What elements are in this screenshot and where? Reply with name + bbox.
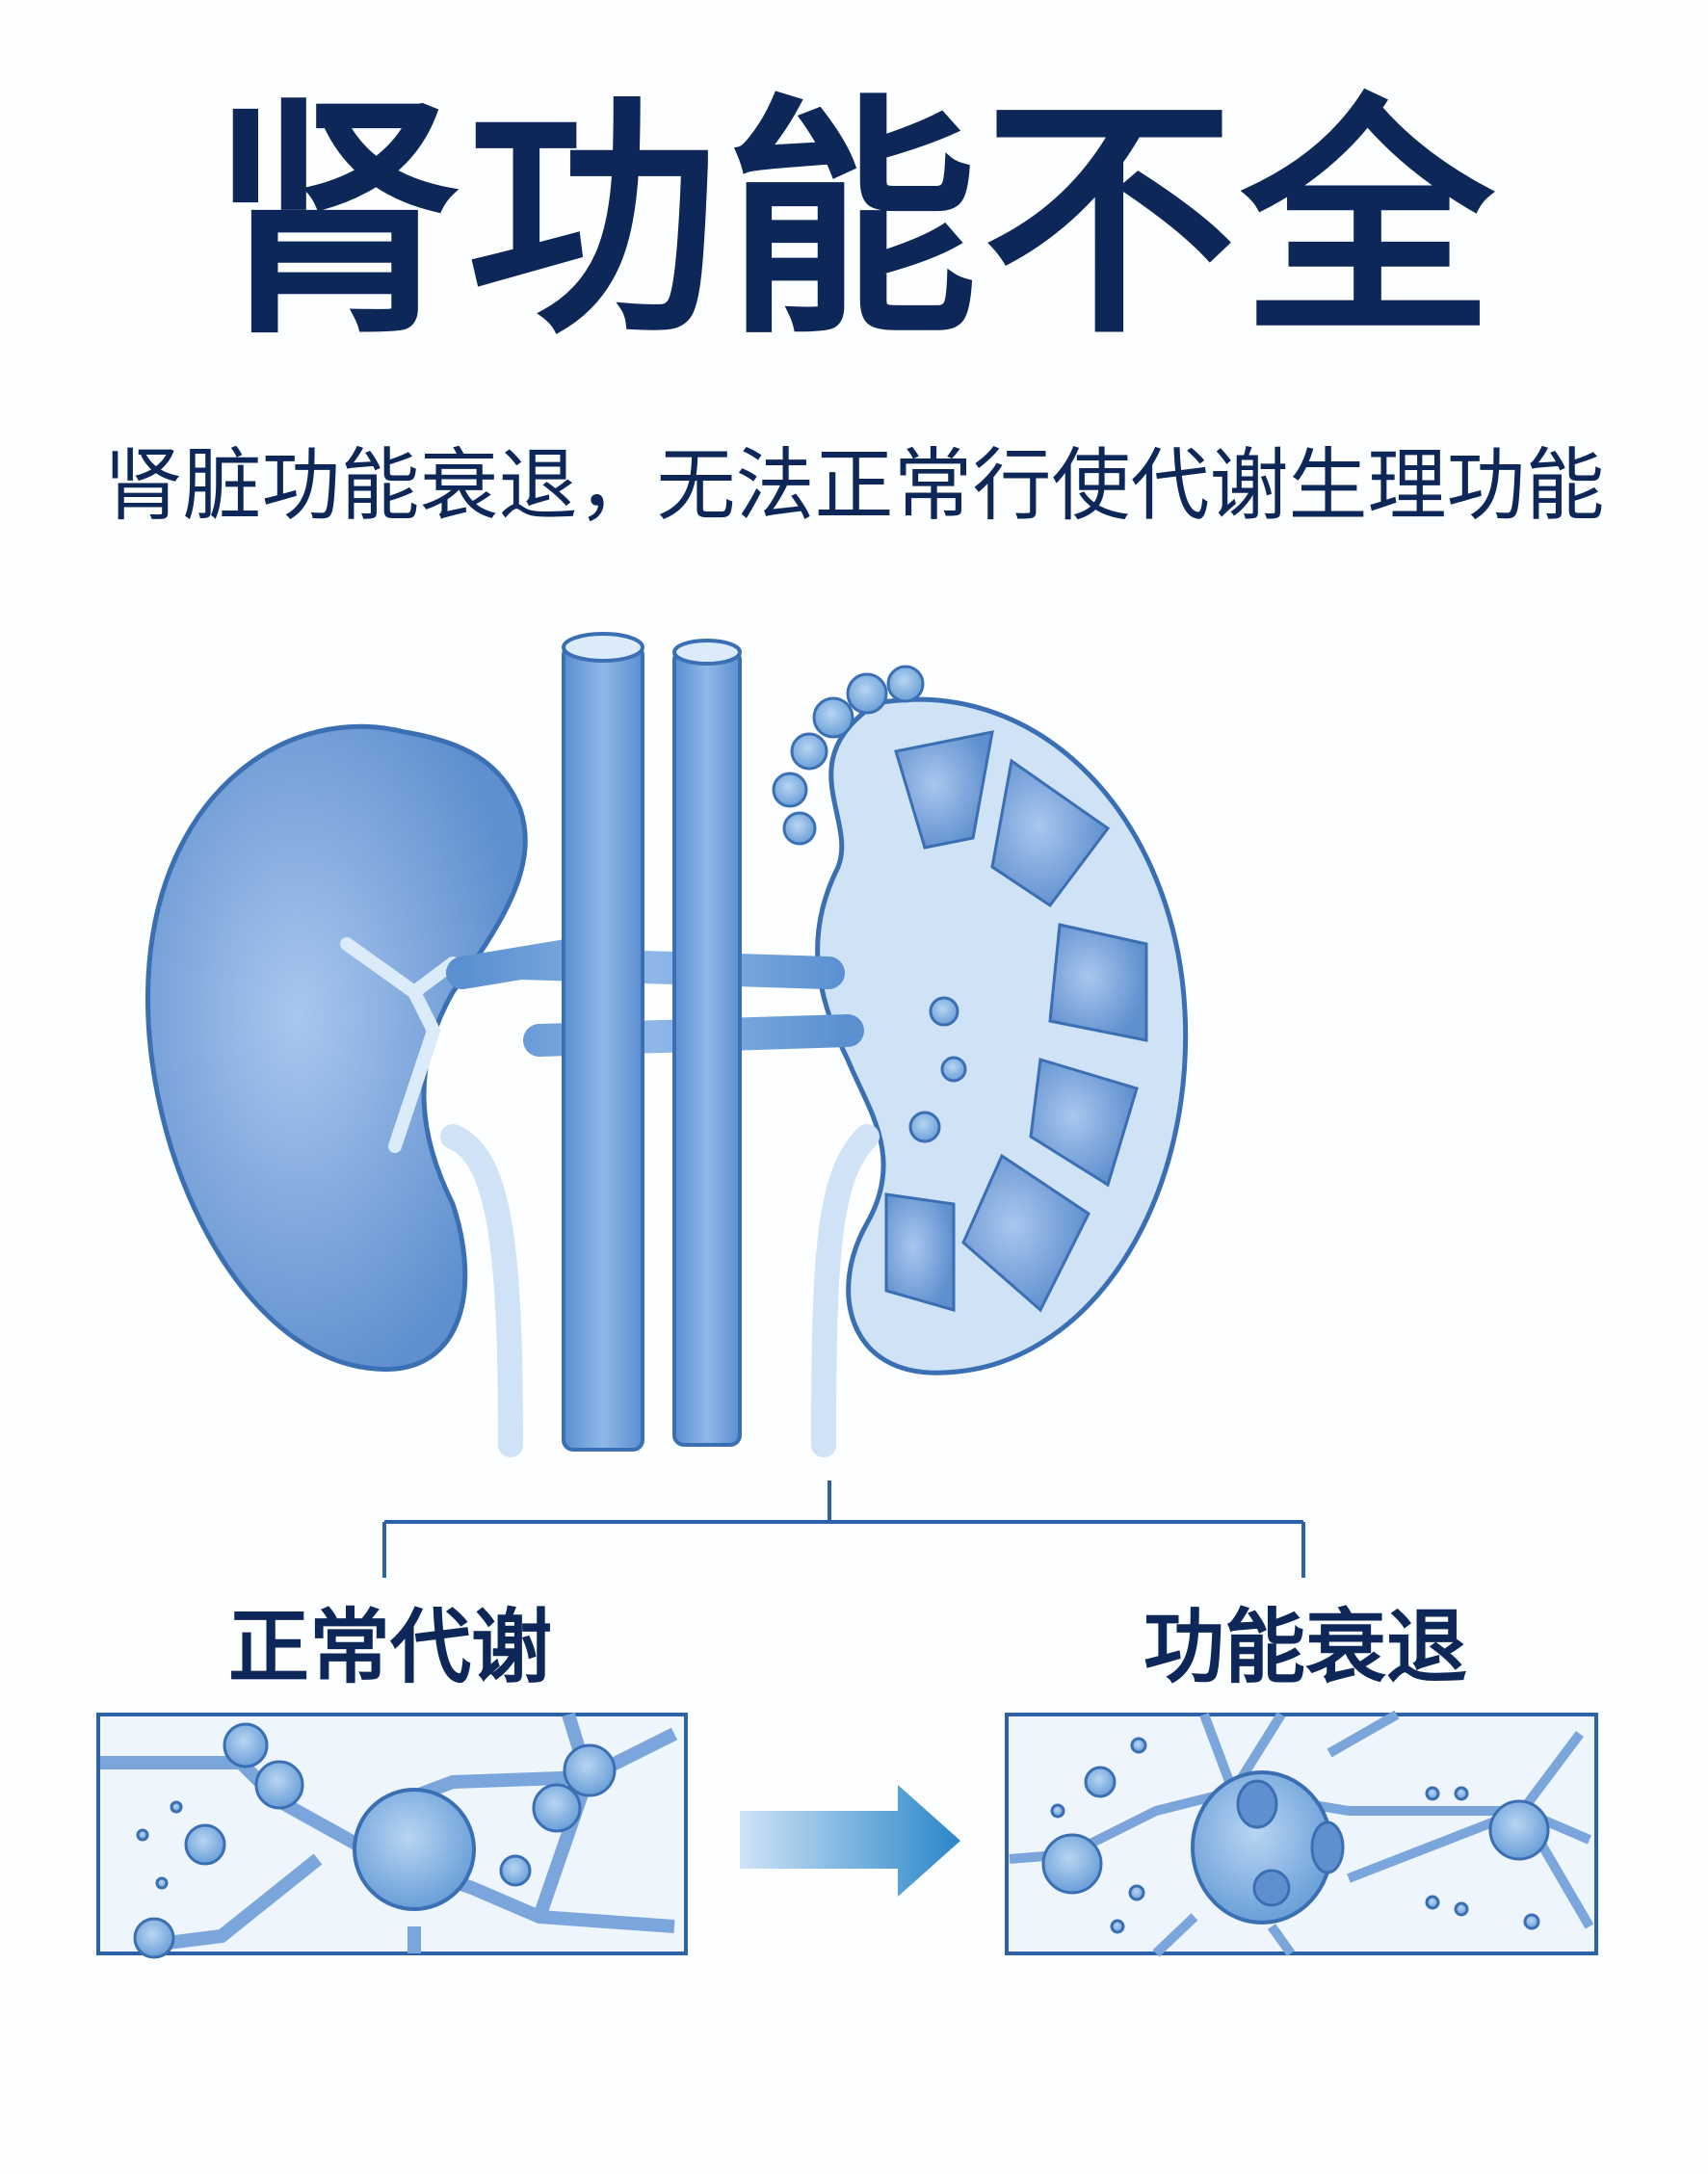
function-decline-label: 功能衰退 bbox=[1143, 1600, 1468, 1694]
function-decline-panel bbox=[1005, 1710, 1598, 1957]
normal-metabolism-panel bbox=[96, 1712, 688, 1959]
normal-metabolism-label: 正常代谢 bbox=[228, 1600, 553, 1694]
aorta bbox=[672, 648, 742, 1447]
right-arrow-icon bbox=[740, 1785, 960, 1897]
page-subtitle: 肾脏功能衰退，无法正常行使代谢生理功能 bbox=[103, 440, 1605, 532]
vena-cava bbox=[562, 643, 644, 1452]
right-ureter bbox=[811, 1124, 880, 1457]
left-kidney bbox=[145, 723, 528, 1373]
connector-bracket bbox=[382, 1480, 1305, 1578]
page-title: 肾功能不全 bbox=[208, 74, 1500, 368]
left-ureter bbox=[440, 1124, 523, 1457]
